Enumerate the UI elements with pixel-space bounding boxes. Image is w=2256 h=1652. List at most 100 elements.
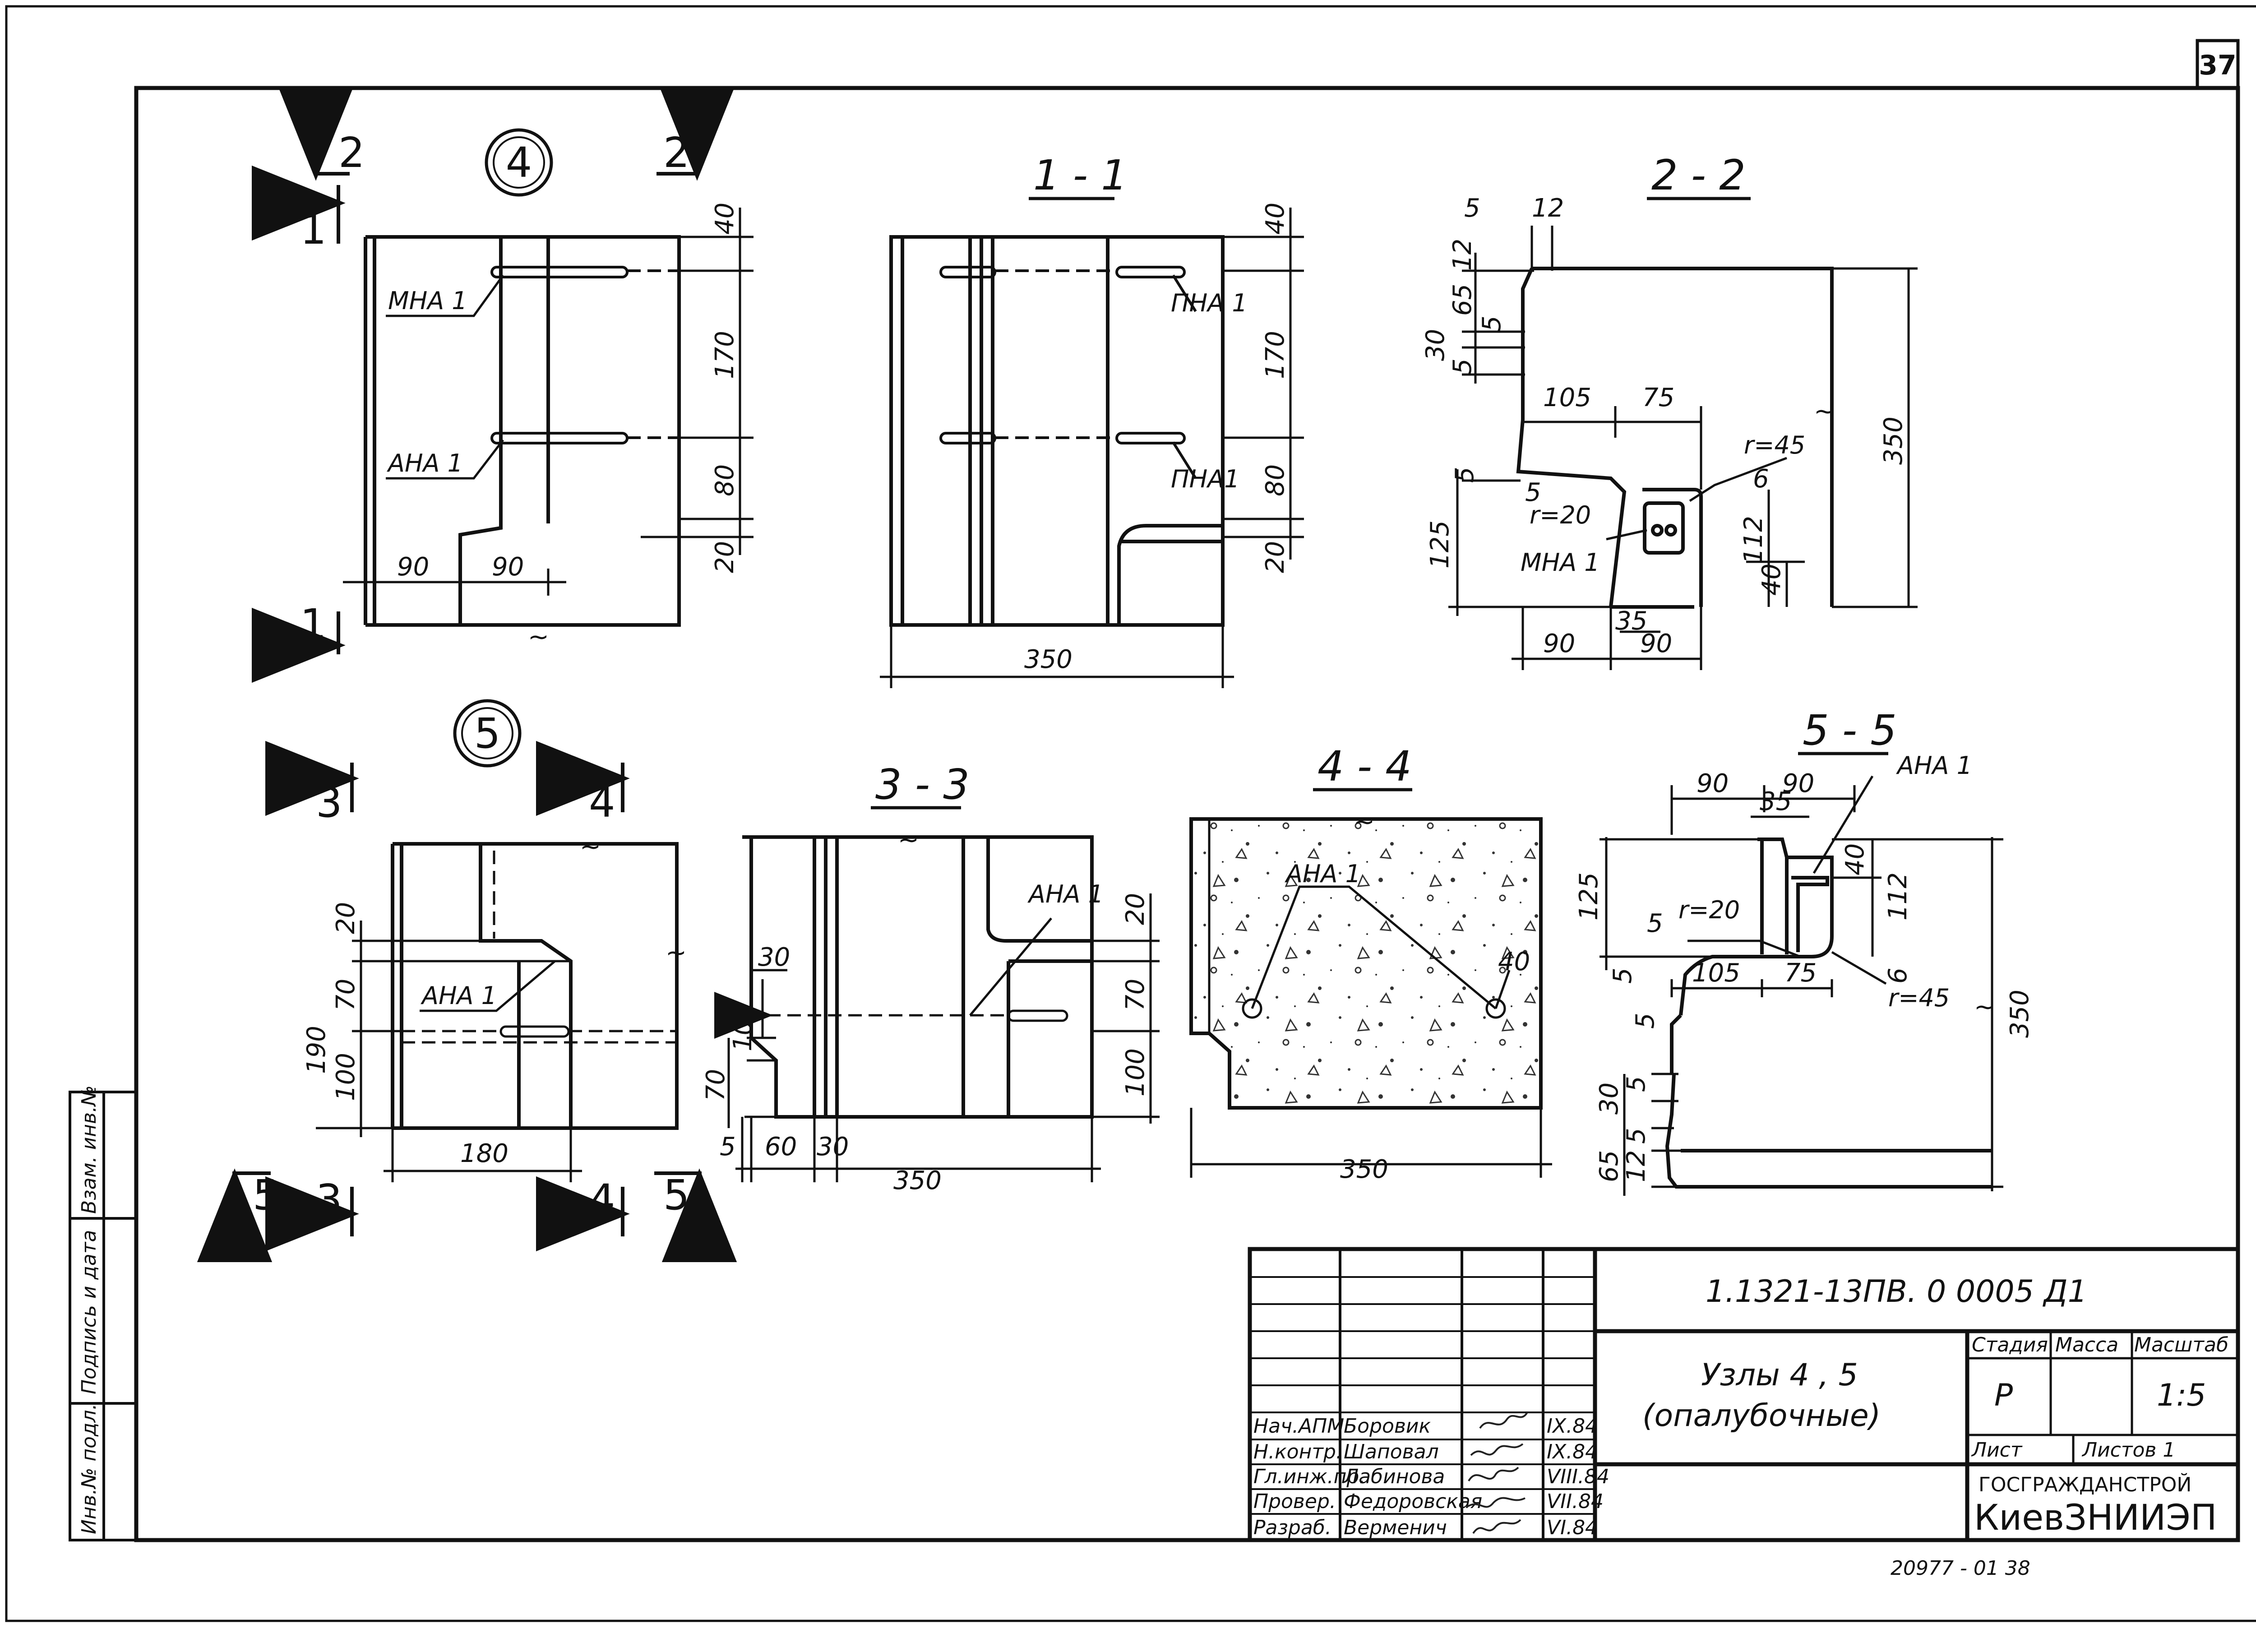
svg-text:112: 112 xyxy=(1883,872,1913,921)
svg-text:70: 70 xyxy=(701,1069,730,1101)
svg-text:180: 180 xyxy=(460,1139,509,1168)
svg-text:5: 5 xyxy=(1477,315,1507,332)
section-5-5: 5 - 5 xyxy=(1574,706,2034,1196)
svg-text:5: 5 xyxy=(1525,478,1541,507)
svg-text:112: 112 xyxy=(1739,516,1768,564)
svg-text:АНА 1: АНА 1 xyxy=(1285,860,1361,888)
svg-text:10: 10 xyxy=(728,1019,758,1051)
svg-text:4: 4 xyxy=(589,778,615,827)
svg-text:5: 5 xyxy=(1608,967,1637,984)
mass-header: Масса xyxy=(2055,1333,2118,1356)
svg-text:80: 80 xyxy=(710,464,740,496)
signature-scribbles xyxy=(1465,1411,1528,1534)
svg-text:350: 350 xyxy=(1024,645,1073,674)
section-3-3: 3 - 3 АНА 1 xyxy=(701,760,1160,1195)
svg-text:5: 5 xyxy=(663,1171,690,1219)
svg-text:Провер.: Провер. xyxy=(1253,1490,1336,1513)
side-stamp xyxy=(69,1091,138,1541)
svg-text:5: 5 xyxy=(1631,1013,1660,1029)
archive-number: 20977 - 01 38 xyxy=(1891,1557,2030,1580)
svg-text:350: 350 xyxy=(1340,1155,1388,1184)
svg-text:5: 5 xyxy=(1622,1128,1651,1144)
svg-text:~: ~ xyxy=(1974,992,1995,1022)
sheet-frame xyxy=(5,5,2256,1622)
svg-text:105: 105 xyxy=(1543,383,1591,412)
svg-text:~: ~ xyxy=(1814,397,1835,426)
svg-text:Нач.АПМ: Нач.АПМ xyxy=(1253,1415,1344,1438)
stage-header: Стадия xyxy=(1972,1333,2048,1356)
svg-text:90: 90 xyxy=(1640,629,1672,658)
svg-text:АНА 1: АНА 1 xyxy=(421,981,497,1010)
section-2-2: 2 - 2 xyxy=(1421,151,1918,670)
svg-text:100: 100 xyxy=(331,1053,361,1101)
svg-text:ПНА 1: ПНА 1 xyxy=(1171,289,1248,317)
svg-text:VI.84: VI.84 xyxy=(1547,1516,1598,1539)
svg-text:Гл.инж.пр.: Гл.инж.пр. xyxy=(1253,1465,1365,1488)
svg-text:35: 35 xyxy=(1760,787,1792,816)
svg-text:170: 170 xyxy=(710,331,740,379)
svg-text:90: 90 xyxy=(1543,629,1575,658)
svg-text:75: 75 xyxy=(1642,383,1674,412)
svg-text:4: 4 xyxy=(506,139,532,187)
svg-text:r=45: r=45 xyxy=(1888,984,1950,1012)
svg-text:90: 90 xyxy=(492,552,524,582)
svg-text:ПНА1: ПНА1 xyxy=(1171,465,1240,493)
svg-text:40: 40 xyxy=(1757,564,1786,596)
svg-text:125: 125 xyxy=(1425,520,1455,569)
svg-text:40: 40 xyxy=(1840,843,1870,875)
sheet-label: Лист xyxy=(1971,1439,2023,1462)
svg-text:75: 75 xyxy=(1784,958,1817,988)
svg-text:5: 5 xyxy=(1448,358,1477,375)
svg-text:3 - 3: 3 - 3 xyxy=(875,760,970,809)
svg-text:Шаповал: Шаповал xyxy=(1344,1440,1439,1463)
svg-text:5: 5 xyxy=(474,709,501,758)
drawing-title-1: Узлы 4 , 5 xyxy=(1701,1357,1858,1393)
svg-text:1: 1 xyxy=(300,600,327,648)
svg-text:65: 65 xyxy=(1595,1150,1624,1182)
svg-text:40: 40 xyxy=(1498,947,1530,976)
svg-text:30: 30 xyxy=(1595,1083,1624,1115)
svg-text:4 - 4: 4 - 4 xyxy=(1318,742,1412,791)
side-stamp-inv: Инв.№ подл. xyxy=(78,1403,101,1534)
svg-text:70: 70 xyxy=(331,979,361,1011)
svg-text:Федоровская: Федоровская xyxy=(1344,1490,1482,1513)
svg-text:90: 90 xyxy=(1782,769,1814,798)
svg-text:12: 12 xyxy=(1532,194,1564,223)
svg-text:30: 30 xyxy=(817,1132,849,1161)
svg-text:2: 2 xyxy=(663,129,690,177)
svg-text:12: 12 xyxy=(1622,1150,1651,1182)
svg-text:5: 5 xyxy=(1450,467,1479,483)
svg-text:5: 5 xyxy=(1622,1076,1651,1092)
svg-text:~: ~ xyxy=(1354,807,1375,837)
svg-text:1 - 1: 1 - 1 xyxy=(1033,151,1128,199)
svg-text:Верменич: Верменич xyxy=(1344,1516,1447,1539)
svg-text:5: 5 xyxy=(720,1132,736,1161)
scale-header: Масштаб xyxy=(2134,1333,2228,1356)
node-4-view: 4 2 2 1 1 xyxy=(251,87,754,683)
svg-text:r=45: r=45 xyxy=(1744,431,1805,459)
svg-text:Боровик: Боровик xyxy=(1344,1415,1431,1438)
svg-text:IX.84: IX.84 xyxy=(1547,1415,1598,1438)
svg-text:Лабинова: Лабинова xyxy=(1343,1465,1445,1488)
svg-text:90: 90 xyxy=(397,552,429,582)
svg-text:АНА 1: АНА 1 xyxy=(1027,880,1104,908)
title-block xyxy=(1248,1247,2240,1542)
svg-text:350: 350 xyxy=(1879,416,1908,465)
svg-text:r=20: r=20 xyxy=(1678,896,1740,924)
svg-text:170: 170 xyxy=(1261,331,1290,379)
svg-text:Н.контр.: Н.контр. xyxy=(1253,1440,1342,1463)
svg-text:30: 30 xyxy=(758,943,790,972)
svg-text:350: 350 xyxy=(893,1166,942,1195)
signature-rows: Нач.АПМ Боровик IX.84 Н.контр. Шаповал I… xyxy=(1253,1415,1609,1539)
svg-text:5: 5 xyxy=(1464,194,1480,223)
svg-text:IX.84: IX.84 xyxy=(1547,1440,1598,1463)
svg-text:АНА 1: АНА 1 xyxy=(1896,751,1972,780)
svg-text:~: ~ xyxy=(580,832,601,861)
svg-text:40: 40 xyxy=(710,203,740,235)
svg-text:VIII.84: VIII.84 xyxy=(1547,1465,1609,1488)
svg-text:12: 12 xyxy=(1448,239,1477,271)
svg-text:АНА 1: АНА 1 xyxy=(387,449,463,477)
svg-text:80: 80 xyxy=(1261,464,1290,496)
svg-text:60: 60 xyxy=(765,1132,797,1161)
